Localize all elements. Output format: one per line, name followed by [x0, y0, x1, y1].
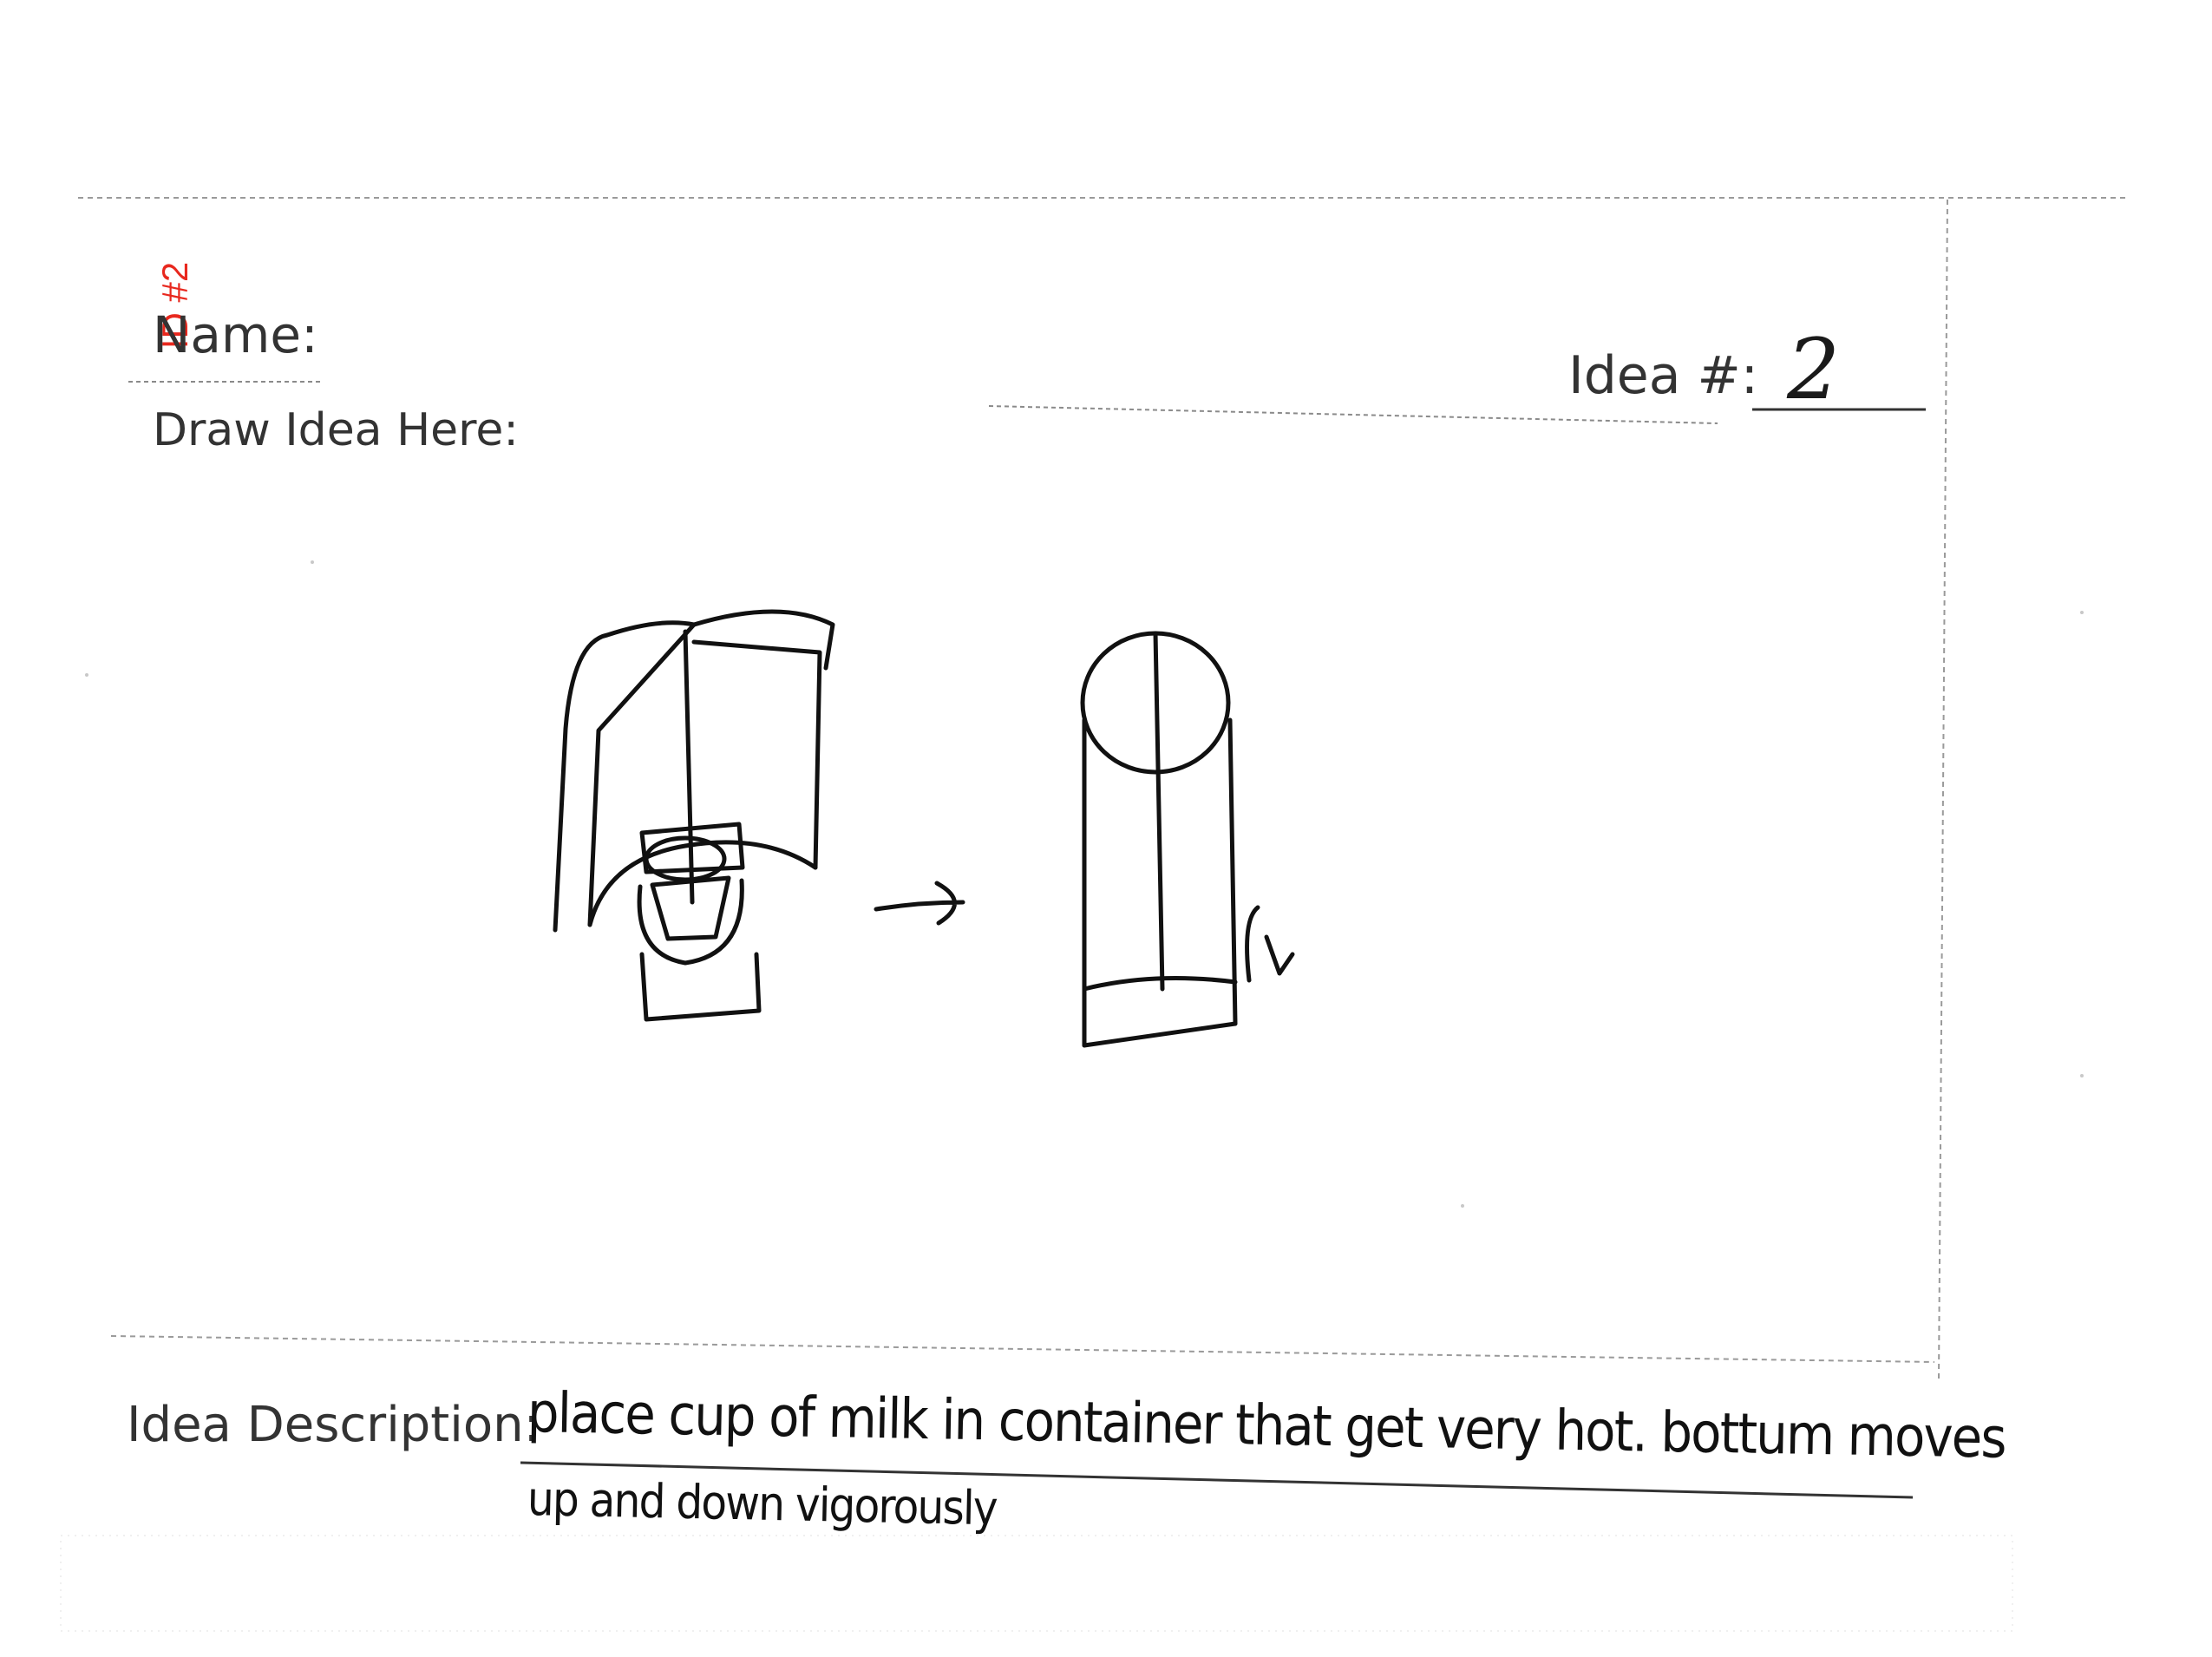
noise-dot	[311, 560, 314, 564]
sketch-motion-marks	[1247, 907, 1293, 980]
sketch-base	[642, 954, 759, 1019]
noise-dot	[85, 673, 88, 677]
sketch-cup-holder	[639, 881, 742, 963]
sketch-right-lid	[694, 612, 833, 668]
sketch-closed-seam	[1155, 633, 1162, 989]
sketch-left-lid	[555, 623, 694, 930]
sketch-closed-band	[1084, 979, 1235, 990]
right-border-line	[1939, 200, 1947, 1379]
bottom-scan-noise	[61, 1536, 2012, 1631]
idea-description-line-2: up and down vigorously	[527, 1471, 997, 1536]
form-rules	[128, 382, 1926, 1497]
sketch-arrow	[876, 883, 963, 923]
noise-dot	[1461, 1204, 1464, 1208]
name-label: Name:	[153, 305, 318, 364]
scan-noise	[61, 560, 2084, 1631]
draw-idea-label: Draw Idea Here:	[153, 404, 519, 449]
sketch-inner-arc	[590, 842, 815, 925]
sketch-cup-body	[652, 878, 729, 939]
sketch-cup-top	[642, 824, 743, 872]
idea-description-line-1: place cup of milk in container that get …	[527, 1381, 2006, 1471]
sketch-closed-right-side	[1230, 720, 1235, 1024]
sketch-center-line	[685, 632, 692, 902]
sketch-closed-device	[1083, 633, 1293, 1045]
sketch-open-device	[555, 612, 833, 1019]
idea-header-rule	[989, 406, 1718, 423]
sketch-right-panel	[694, 642, 820, 868]
noise-dot	[2080, 1074, 2084, 1077]
idea-description-label: Idea Description:	[127, 1397, 540, 1453]
sketch-cup-rim	[646, 838, 724, 880]
idea-number-label: Idea #:	[1568, 345, 1758, 406]
drawing-box-bottom-line	[111, 1336, 1934, 1362]
sketch-closed-top	[1083, 633, 1228, 772]
sketch-closed-bottom	[1084, 1024, 1235, 1045]
noise-dot	[2080, 611, 2084, 614]
sketch-lid-seam	[590, 625, 694, 925]
idea-number-value: 2	[1787, 321, 1840, 418]
